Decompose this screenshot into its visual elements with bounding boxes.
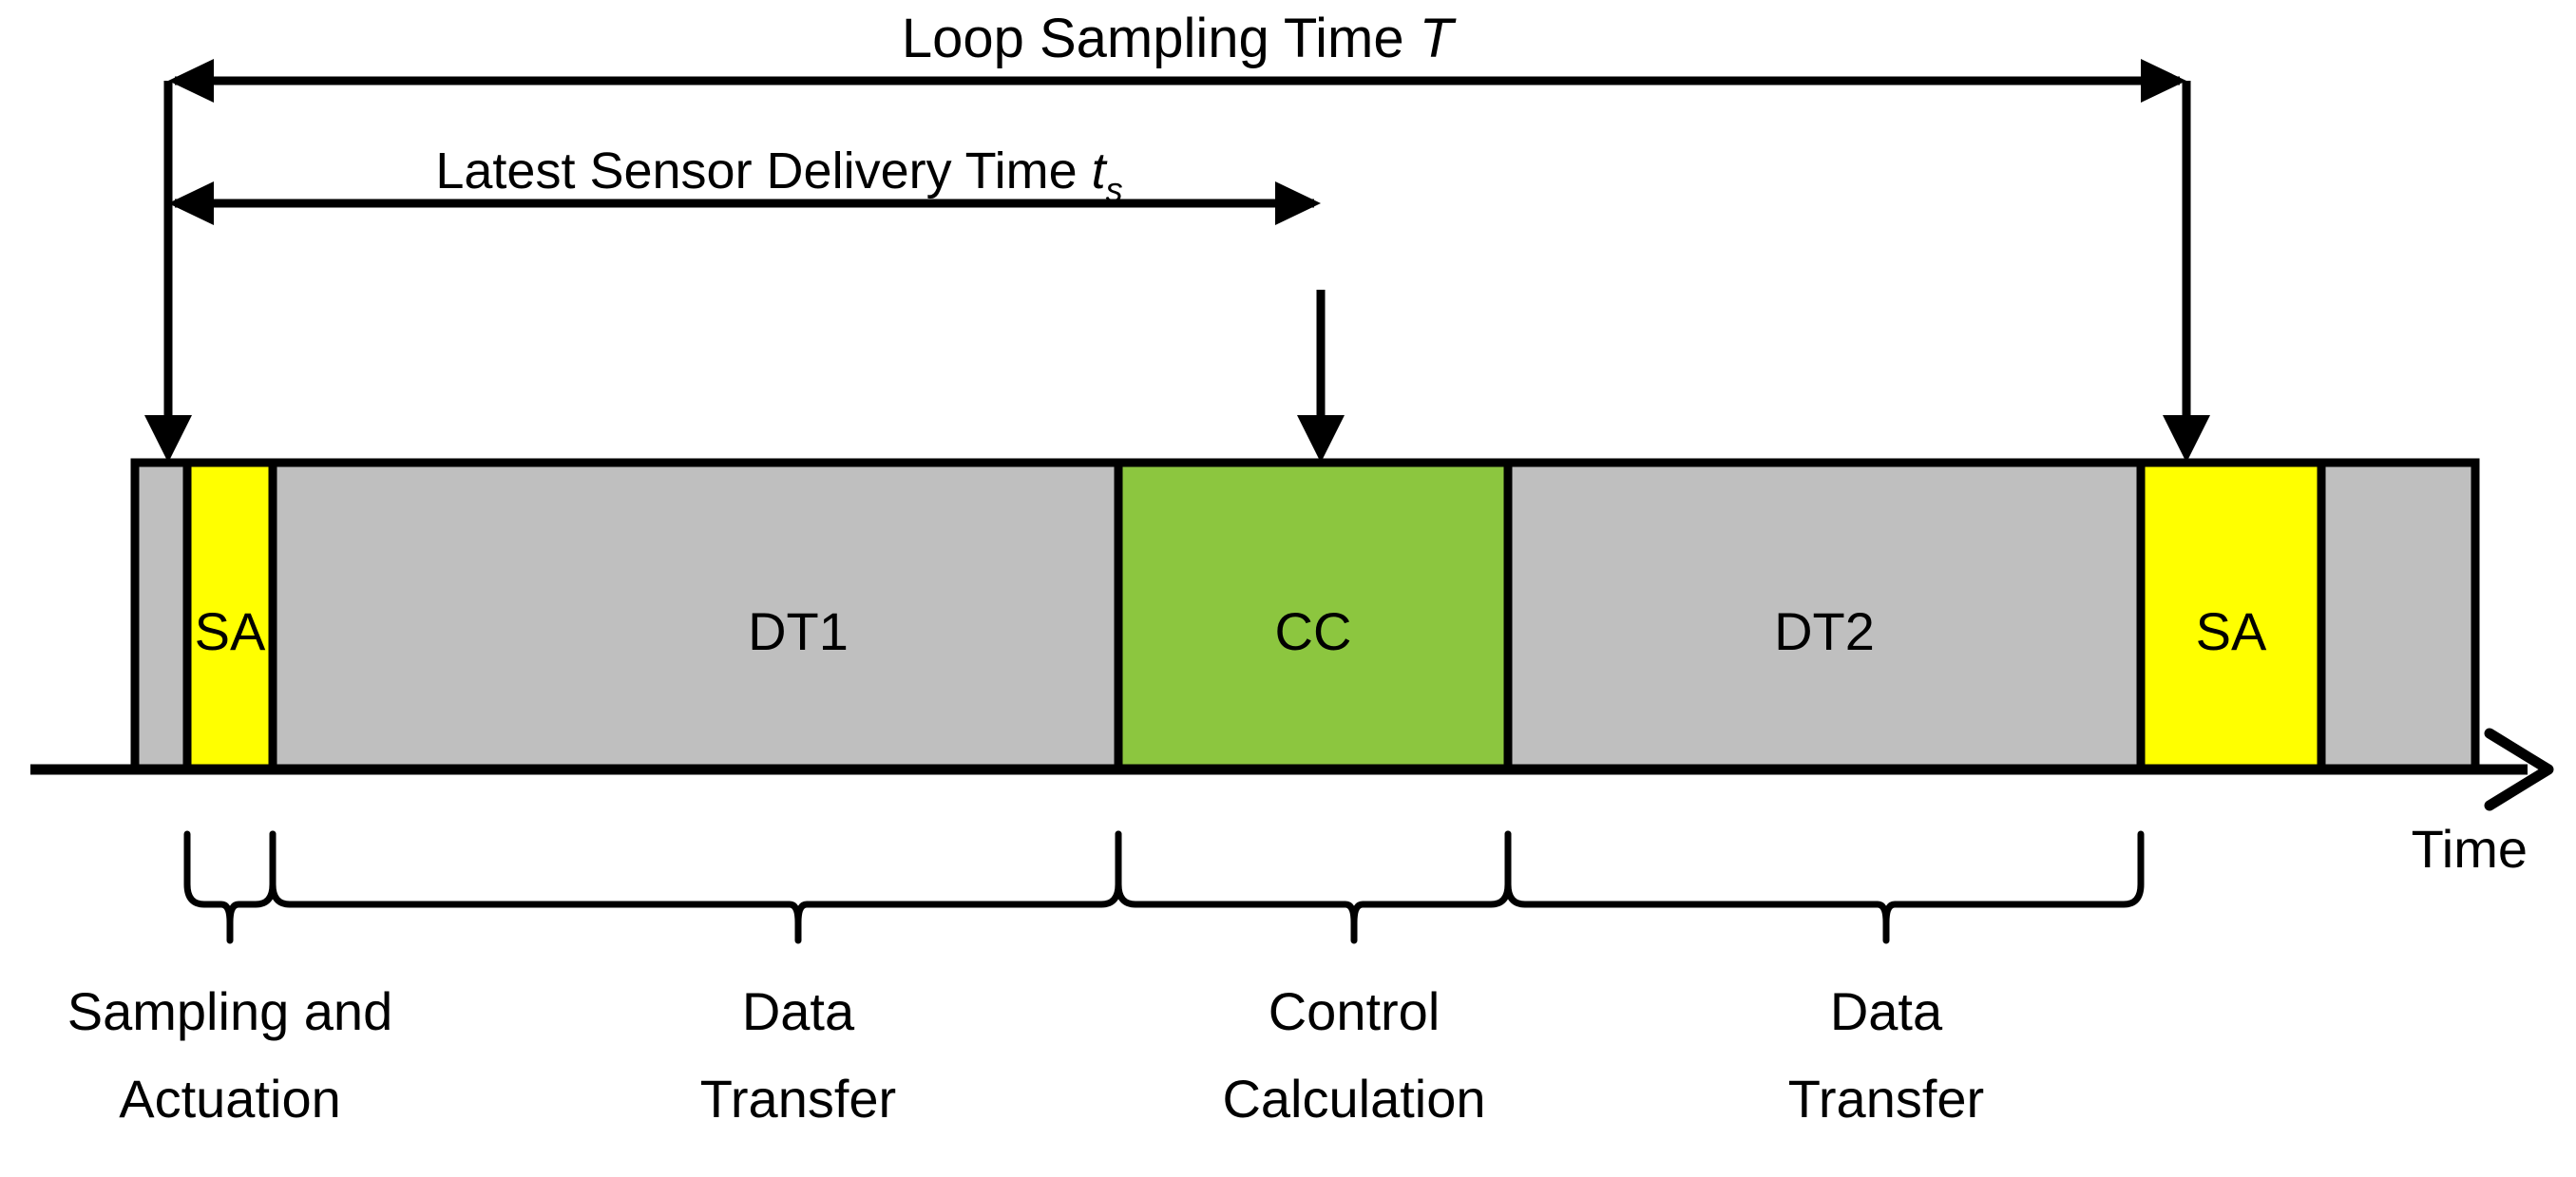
brace-caption-data-transfer-2-line1: Data: [1830, 981, 1943, 1041]
loop-sampling-arrow-head-right: [2141, 59, 2186, 103]
timeline-bar: [130, 458, 2480, 774]
loop-sampling-time-label: Loop Sampling Time T: [902, 8, 1457, 69]
marker-period-end: [2163, 81, 2210, 463]
brace-caption-sampling-actuation-line2: Actuation: [119, 1069, 341, 1129]
latest-sensor-delivery-measure: [168, 181, 1321, 225]
timeline-block-dt1-label: DT1: [748, 601, 849, 661]
marker-sensor-delivery: [1297, 290, 1345, 463]
timeline-block-dt2-label: DT2: [1774, 601, 1875, 661]
timeline-block-cc-label: CC: [1275, 601, 1352, 661]
sensor-delivery-arrow-head-right: [1275, 181, 1321, 225]
loop-sampling-time-label-text: Loop Sampling Time: [902, 8, 1420, 69]
timeline-block-lead-gray[interactable]: [130, 458, 192, 774]
brace-control-calculation: [1115, 830, 1512, 944]
time-axis-arrow-head: [2484, 728, 2554, 811]
latest-sensor-delivery-label-text: Latest Sensor Delivery Time: [435, 142, 1091, 199]
timeline-block-trail-gray[interactable]: [2317, 458, 2480, 774]
loop-sampling-time-measure: [168, 59, 2186, 103]
sensor-delivery-arrow-head-left: [168, 181, 214, 225]
brace-caption-data-transfer-1-line2: Transfer: [700, 1069, 896, 1129]
timeline-block-sa1-label: SA: [195, 601, 266, 661]
marker-period-start: [144, 81, 192, 463]
timeline-block-dt1[interactable]: [268, 458, 1123, 774]
brace-data-transfer-1: [269, 830, 1122, 944]
loop-sampling-time-symbol: T: [1420, 8, 1457, 69]
timeline-block-sa2-label: SA: [2196, 601, 2267, 661]
marker-sensor-delivery-arrow-head: [1297, 415, 1345, 463]
brace-caption-sampling-actuation-line1: Sampling and: [67, 981, 392, 1041]
brace-caption-control-calculation-line1: Control: [1269, 981, 1441, 1041]
brace-group: [183, 830, 2145, 944]
loop-sampling-arrow-head-left: [168, 59, 214, 103]
time-axis: [30, 728, 2554, 811]
latest-sensor-delivery-subscript: s: [1106, 170, 1123, 209]
brace-data-transfer-2: [1504, 830, 2145, 944]
brace-caption-control-calculation-line2: Calculation: [1222, 1069, 1485, 1129]
brace-sampling-actuation: [183, 830, 277, 944]
marker-period-end-arrow-head: [2163, 415, 2210, 463]
time-axis-label: Time: [2412, 819, 2528, 879]
brace-caption-data-transfer-1-line1: Data: [742, 981, 855, 1041]
latest-sensor-delivery-label: Latest Sensor Delivery Time ts: [435, 142, 1122, 209]
latest-sensor-delivery-symbol: t: [1092, 142, 1108, 199]
brace-caption-data-transfer-2-line2: Transfer: [1788, 1069, 1984, 1129]
marker-period-start-arrow-head: [144, 415, 192, 463]
